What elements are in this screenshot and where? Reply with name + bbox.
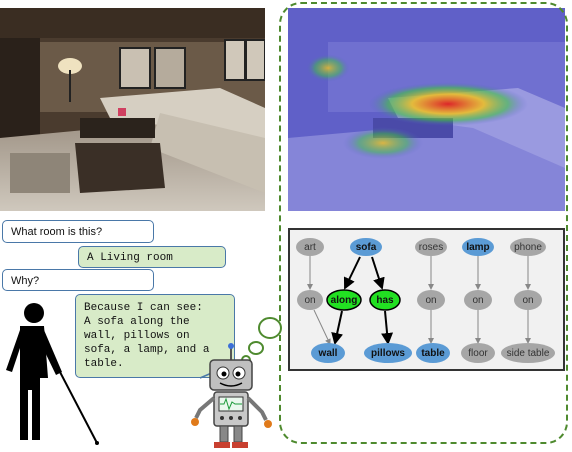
node-lamp-label: lamp [466,242,489,253]
question-bubble-2: Why? [2,269,154,291]
node-on-phone-label: on [522,295,533,306]
node-pillows: pillows [364,343,412,363]
node-on-lamp: on [464,290,492,310]
node-floor-label: floor [468,348,488,359]
node-table-label: table [421,348,445,359]
node-on-phone: on [514,290,542,310]
node-along: along [327,290,361,310]
room-photo [0,8,265,211]
answer-bubble-1: A Living room [78,246,226,268]
node-roses-label: roses [419,242,443,253]
node-pillows-label: pillows [371,348,405,359]
node-sofa: sofa [350,238,382,256]
node-on-roses-label: on [425,295,436,306]
node-side-table-label: side table [507,348,550,359]
node-roses: roses [415,238,447,256]
thought-frame [279,2,568,444]
node-sofa-label: sofa [356,242,377,253]
node-has-label: has [376,295,394,306]
node-side-table: side table [501,343,555,363]
thought-bubble-large [259,318,281,338]
node-art-label: art [304,242,316,253]
node-phone: phone [510,238,546,256]
node-floor: floor [461,343,495,363]
node-on-art: on [297,290,323,310]
scene-graph-panel: art sofa roses lamp phone on along [288,228,565,371]
question-bubble-1: What room is this? [2,220,154,243]
node-table: table [416,343,450,363]
node-on-art-label: on [304,295,315,306]
node-phone-label: phone [514,242,542,253]
node-on-roses: on [417,290,445,310]
thought-bubble-medium [249,342,263,354]
node-art: art [296,238,324,256]
node-has: has [370,290,400,310]
node-on-lamp-label: on [472,295,483,306]
node-wall: wall [311,343,345,363]
node-lamp: lamp [462,238,494,256]
thought-bubble-small [242,356,250,364]
node-along-label: along [331,295,358,306]
answer-bubble-2: Because I can see: A sofa along the wall… [75,294,235,378]
node-wall-label: wall [318,348,338,359]
